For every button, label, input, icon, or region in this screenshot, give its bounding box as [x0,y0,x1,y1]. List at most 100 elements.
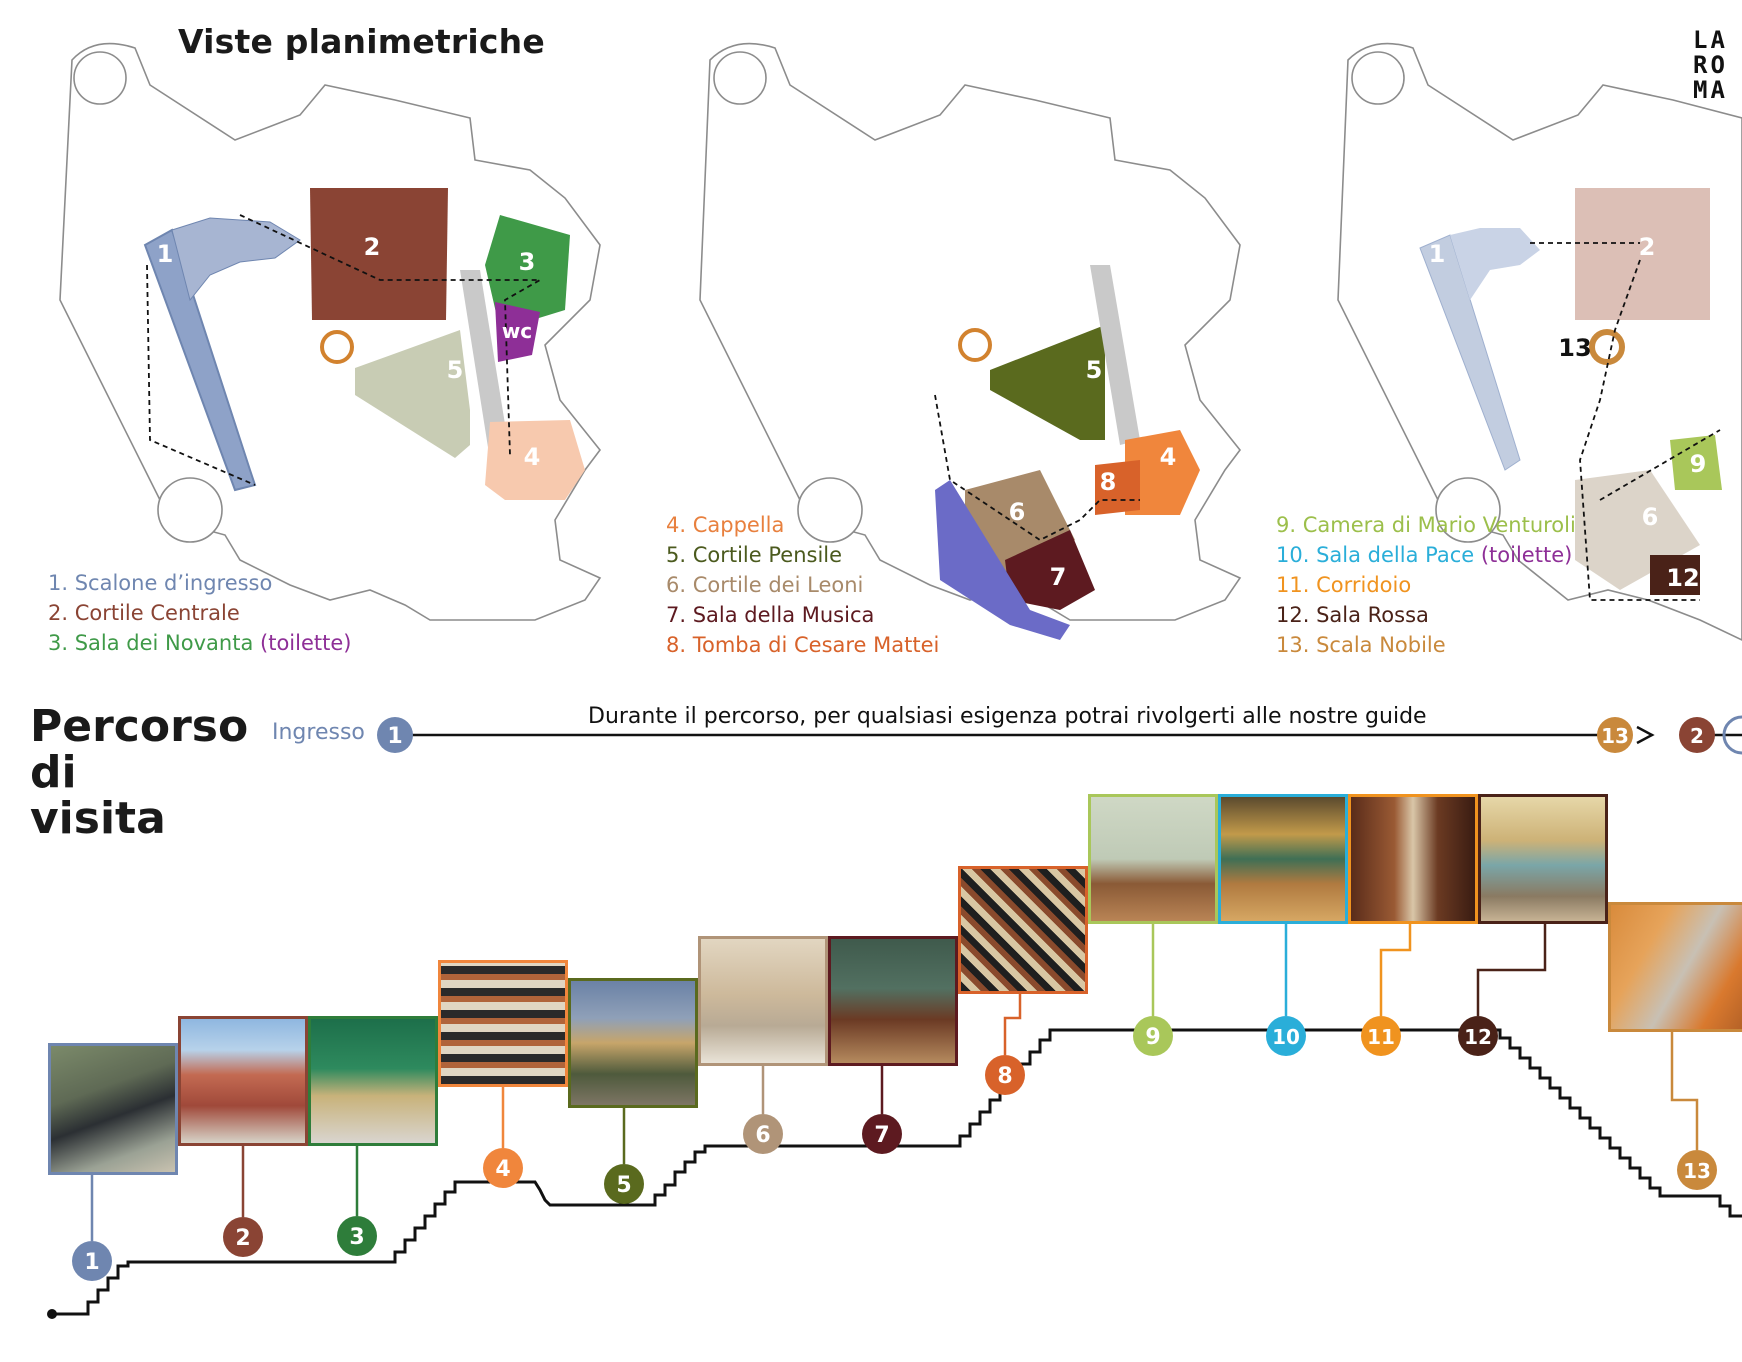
map3-label-9: 9 [1690,450,1707,478]
legend-item: 9. Camera di Mario Venturoli [1276,510,1576,540]
map2-label-7: 7 [1050,563,1067,591]
route-title-line: Percorso [30,701,249,752]
stop-marker-label-4: 4 [495,1157,510,1182]
logo-line: RO [1693,51,1728,79]
legend-group-1: 1. Scalone d’ingresso 2. Cortile Central… [48,568,351,658]
stop-marker-label-13: 13 [1683,1159,1711,1183]
map1-label-1: 1 [157,240,174,268]
legend-item: 10. Sala della Pace (toilette) [1276,540,1576,570]
top-marker-1 [377,717,413,753]
map3-label-1: 1 [1429,240,1446,268]
photo-stop-5 [568,978,698,1108]
legend-item: 6. Cortile dei Leoni [666,570,939,600]
stop-marker-4 [483,1148,523,1188]
map3-label-13: 13 [1558,334,1591,362]
stop-marker-11 [1361,1016,1401,1056]
stop-marker-label-7: 7 [874,1123,889,1148]
legend-label: 11. Corridoio [1276,573,1412,597]
photo-stop-8 [958,866,1088,994]
connector-stop-12 [1476,924,1547,1016]
photo-stop-3 [308,1016,438,1146]
stop-marker-5 [604,1164,644,1204]
legend-item: 5. Cortile Pensile [666,540,939,570]
stop-marker-3 [337,1216,377,1256]
stop-marker-9 [1133,1016,1173,1056]
photo-stop-7 [828,936,958,1066]
stop-marker-label-12: 12 [1464,1025,1492,1049]
plan-1-rooms [143,188,585,500]
top-marker-1-label: 1 [387,724,402,749]
route-title-line: visita [30,793,166,844]
stop-marker-label-6: 6 [755,1123,770,1148]
logo-line: MA [1693,76,1728,104]
legend-item: 2. Cortile Centrale [48,598,351,628]
route-title-line: di [30,747,77,798]
stop-marker-1 [72,1241,112,1281]
stop-marker-label-11: 11 [1367,1025,1395,1049]
legend-item: 7. Sala della Musica [666,600,939,630]
legend-label: 3. Sala dei Novanta [48,631,254,655]
legend-suffix: (toilette) [1480,543,1573,567]
legend-group-3: 9. Camera di Mario Venturoli 10. Sala de… [1276,510,1576,660]
stop-marker-label-10: 10 [1272,1025,1300,1049]
legend-item: 13. Scala Nobile [1276,630,1576,660]
legend-label: 7. Sala della Musica [666,603,875,627]
stop-marker-label-3: 3 [349,1225,364,1250]
stop-marker-13 [1677,1150,1717,1190]
legend-label: 6. Cortile dei Leoni [666,573,864,597]
photo-stop-13 [1608,902,1742,1032]
map2-label-6: 6 [1009,498,1026,526]
top-marker-13 [1597,717,1633,753]
map1-label-5: 5 [447,356,464,384]
legend-item: 1. Scalone d’ingresso [48,568,351,598]
legend-item: 12. Sala Rossa [1276,600,1576,630]
photo-stop-10 [1218,794,1348,924]
photo-stop-1 [48,1043,178,1175]
stop-marker-7 [862,1114,902,1154]
legend-label: 10. Sala della Pace [1276,543,1475,567]
photo-stop-2 [178,1016,308,1146]
stop-marker-6 [743,1114,783,1154]
stop-marker-label-9: 9 [1145,1025,1160,1050]
legend-label: 1. Scalone d’ingresso [48,571,273,595]
legend-item: 3. Sala dei Novanta (toilette) [48,628,351,658]
map1-label-4: 4 [524,443,541,471]
photo-stop-9 [1088,794,1218,924]
map2-label-5: 5 [1086,356,1103,384]
legend-item: 4. Cappella [666,510,939,540]
stop-marker-label-2: 2 [235,1226,250,1251]
map3-label-12: 12 [1666,564,1699,592]
plan-3-rooms [1419,188,1722,601]
legend-label: 2. Cortile Centrale [48,601,240,625]
legend-group-2: 4. Cappella 5. Cortile Pensile 6. Cortil… [666,510,939,660]
connector-stop-13 [1670,1032,1699,1150]
plan-2-rooms [934,265,1200,640]
map1-label-3: 3 [519,248,536,276]
legend-item: 8. Tomba di Cesare Mattei [666,630,939,660]
top-marker-2-label: 2 [1690,724,1704,748]
map2-label-4: 4 [1160,443,1177,471]
legend-label: 13. Scala Nobile [1276,633,1446,657]
map1-label-2: 2 [364,233,381,261]
floor-plans: 1 2 3 4 5 wc 4 5 6 7 8 1 2 6 9 12 13 [59,42,1742,641]
map3-label-2: 2 [1639,233,1656,261]
legend-label: 12. Sala Rossa [1276,603,1429,627]
stop-marker-label-8: 8 [997,1064,1012,1089]
route-title: Percorso di visita [30,701,249,844]
stop-marker-2 [223,1217,263,1257]
legend-suffix: (toilette) [260,631,352,655]
top-marker-2 [1679,717,1715,753]
route-line-top: 1 13 2 [377,715,1742,755]
legend-label: 8. Tomba di Cesare Mattei [666,633,940,657]
connector-stop-8 [1003,994,1022,1055]
photo-stop-4 [438,960,568,1087]
legend-label: 5. Cortile Pensile [666,543,843,567]
brand-logo: LA RO MA [1693,28,1728,103]
page-title: Viste planimetriche [178,22,545,61]
logo-line: LA [1693,26,1728,54]
stop-marker-12 [1458,1016,1498,1056]
map2-label-8: 8 [1100,468,1117,496]
connector-stop-11 [1379,924,1412,1016]
